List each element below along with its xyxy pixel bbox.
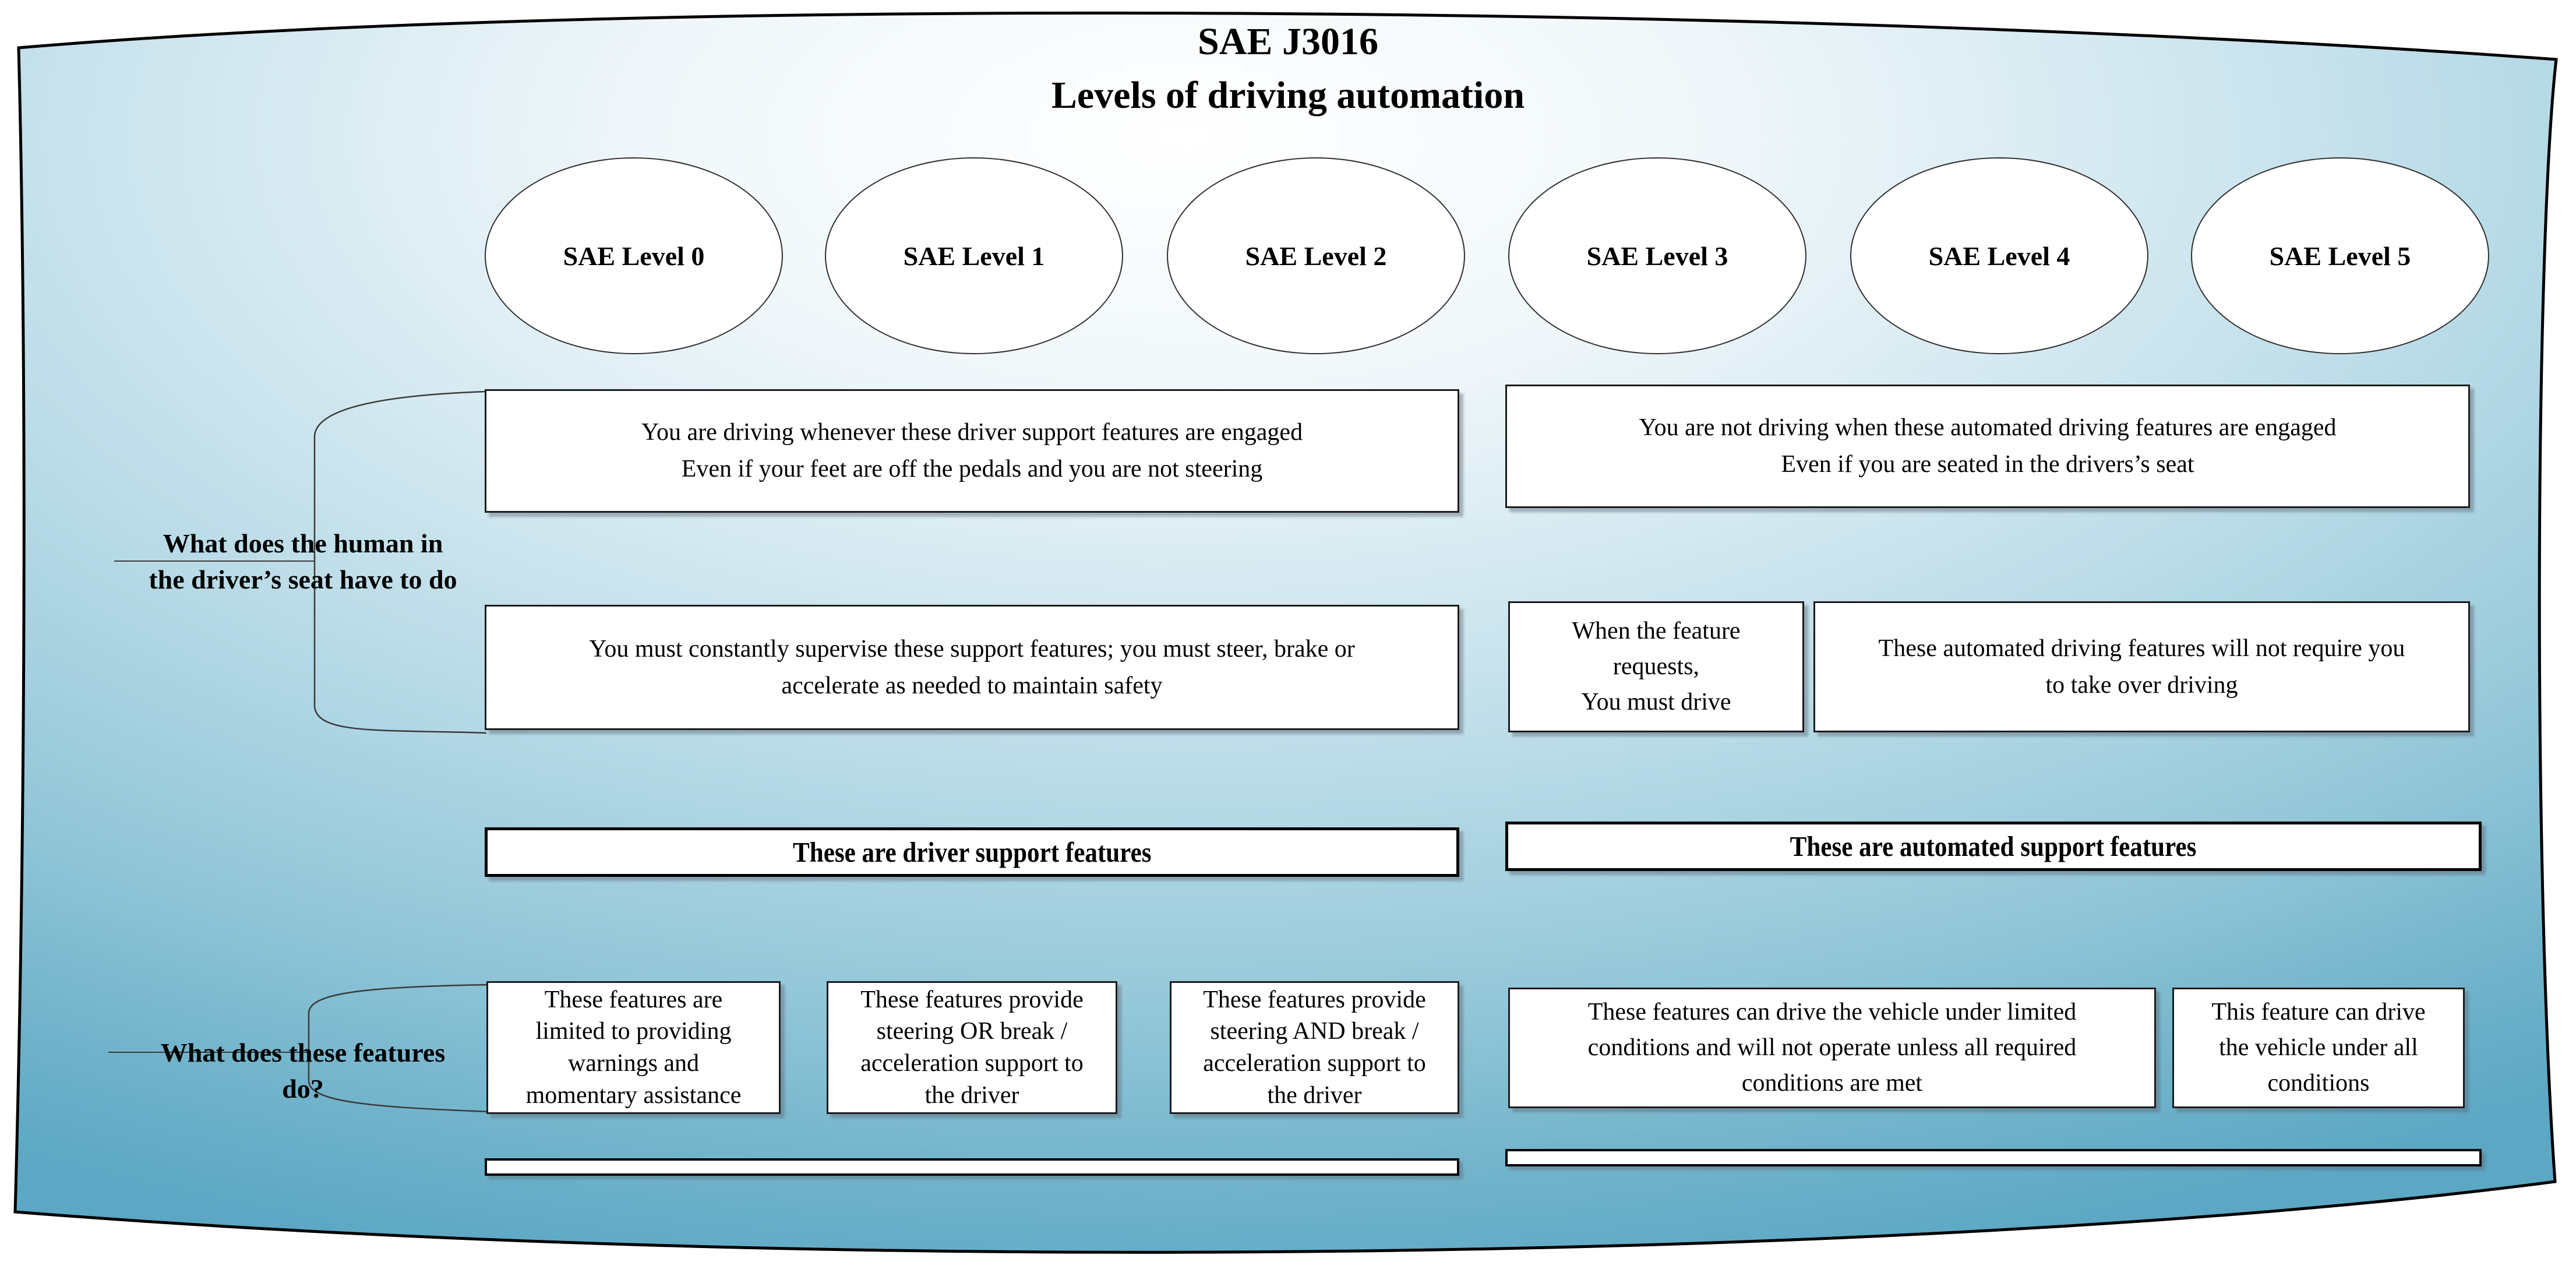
level-1-label: SAE Level 1 [903, 241, 1045, 271]
level-4-ellipse: SAE Level 4 [1850, 157, 2148, 354]
level-3-ellipse: SAE Level 3 [1508, 157, 1806, 354]
level-4-label: SAE Level 4 [1928, 241, 2070, 271]
driver-driving-box: You are driving whenever these driver su… [485, 389, 1459, 513]
brace-human-rows [313, 390, 487, 734]
driver-footer-bar [485, 1158, 1459, 1176]
automated-support-header-text: These are automated support features [1790, 830, 2197, 862]
level-1-ellipse: SAE Level 1 [825, 157, 1123, 354]
level-0-ellipse: SAE Level 0 [485, 157, 783, 354]
level-3-4-features-box: These features can drive the vehicle und… [1508, 988, 2156, 1108]
page-title: SAE J3016 Levels of driving automation [1051, 20, 1525, 117]
level-2-ellipse: SAE Level 2 [1167, 157, 1465, 354]
driver-supervise-box: You must constantly supervise these supp… [485, 605, 1459, 730]
level-0-label: SAE Level 0 [563, 241, 705, 271]
automated-not-driving-box: You are not driving when these automated… [1505, 385, 2470, 508]
level-5-features-box: This feature can drive the vehicle under… [2172, 988, 2465, 1108]
automated-footer-bar [1505, 1149, 2482, 1166]
features-row-label: What does these features do? [160, 1038, 446, 1104]
feature-request-box: When the feature requests, You must driv… [1508, 601, 1804, 732]
level-2-label: SAE Level 2 [1245, 241, 1387, 271]
brace-feature-row [308, 984, 489, 1113]
level-0-features-box: These features are limited to providing … [486, 981, 781, 1114]
automated-support-header: These are automated support features [1505, 822, 2482, 871]
level-5-ellipse: SAE Level 5 [2191, 157, 2489, 354]
level-2-features-box: These features provide steering AND brea… [1170, 981, 1459, 1114]
level-3-label: SAE Level 3 [1586, 241, 1728, 271]
level-5-label: SAE Level 5 [2269, 241, 2411, 271]
driver-support-header-text: These are driver support features [792, 836, 1152, 868]
no-takeover-box: These automated driving features will no… [1813, 601, 2470, 732]
level-1-features-box: These features provide steering OR break… [827, 981, 1117, 1114]
human-row-label: What does the human in the driver’s seat… [149, 528, 457, 595]
driver-support-header: These are driver support features [485, 827, 1459, 877]
